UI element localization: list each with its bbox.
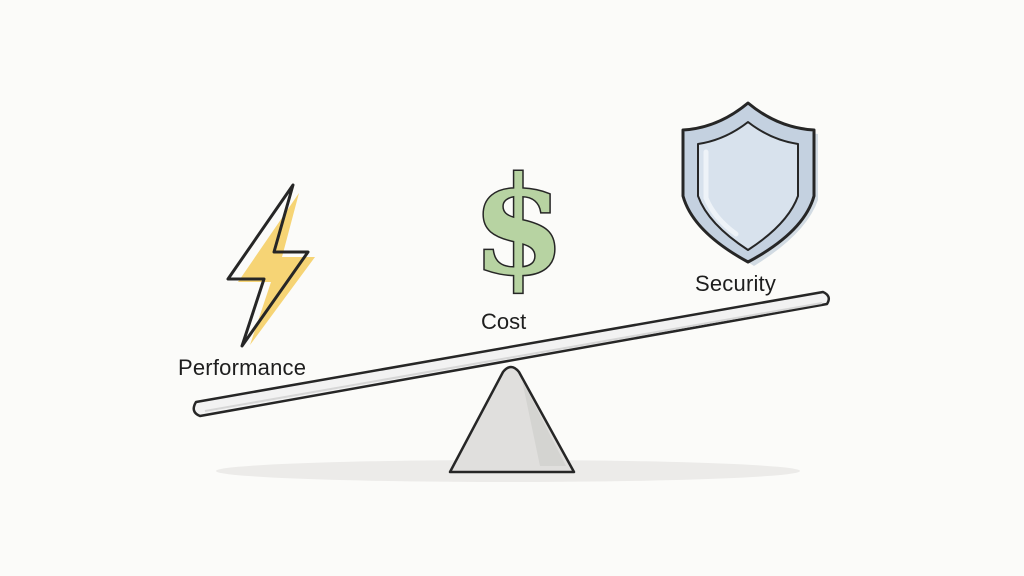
svg-text:$: $ xyxy=(472,147,565,305)
security-label: Security xyxy=(695,271,777,296)
dollar-sign-icon: $ xyxy=(471,146,567,307)
fulcrum xyxy=(448,365,576,474)
seesaw-beam xyxy=(192,290,831,418)
cost-label: Cost xyxy=(481,309,527,334)
performance-label: Performance xyxy=(178,355,307,380)
lightning-bolt-icon xyxy=(226,183,315,348)
shield-icon xyxy=(681,101,818,266)
